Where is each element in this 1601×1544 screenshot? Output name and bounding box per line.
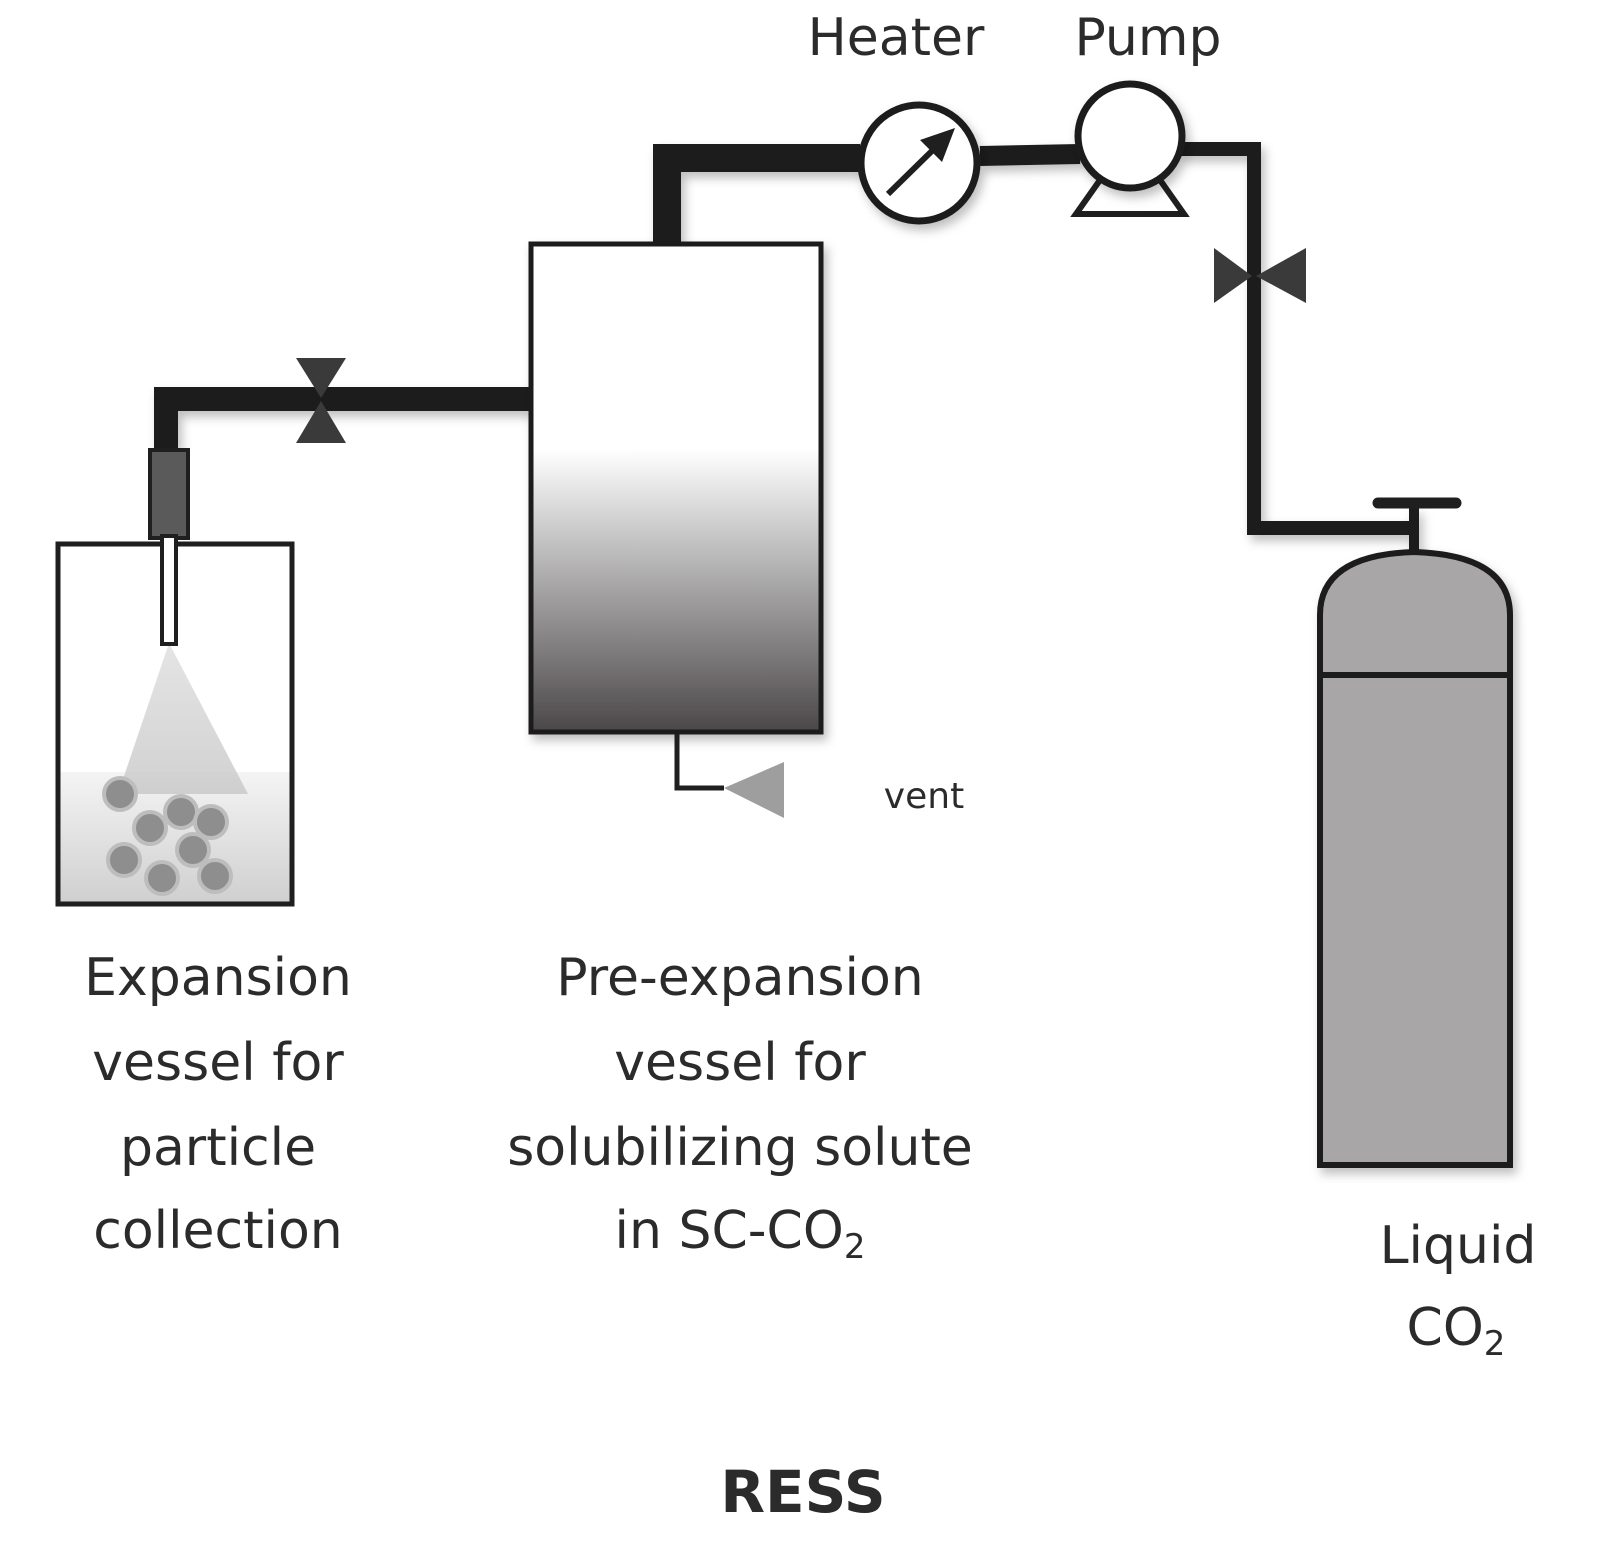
particle	[106, 842, 142, 878]
pipe-vessel-to-heater	[653, 144, 860, 244]
pre-expansion-label-line: vessel for	[614, 1033, 866, 1093]
cylinder-label-subscript: 2	[1484, 1324, 1506, 1364]
pump-body	[1074, 80, 1186, 192]
cylinder-dome	[1317, 548, 1513, 678]
pipe-heater-to-pump	[979, 144, 1081, 166]
pre-expansion-vessel-body	[528, 241, 824, 735]
pre-expansion-label-line: in SC-CO2	[615, 1201, 866, 1267]
heater-arrow-shaft	[885, 143, 940, 197]
cylinder-label-line: CO2	[1407, 1298, 1506, 1364]
co2-cylinder	[1317, 497, 1513, 1168]
expansion-vessel-label: Expansion vessel for particle collection	[84, 948, 352, 1261]
diagram-title: RESS	[720, 1458, 885, 1526]
pre-expansion-label-line: solubilizing solute	[507, 1118, 973, 1178]
expansion-vessel-label-line: Expansion	[84, 948, 352, 1008]
valve-right	[1214, 248, 1306, 303]
cylinder-label-line: Liquid	[1380, 1216, 1537, 1276]
vent-pipe	[674, 734, 724, 791]
particle	[144, 860, 180, 896]
expansion-vessel-label-line: collection	[93, 1201, 343, 1261]
valve-right-right	[1256, 248, 1306, 303]
vent-valve-icon	[724, 762, 784, 818]
heater	[857, 101, 981, 225]
pre-expansion-label-line: Pre-expansion	[556, 948, 923, 1008]
cylinder-label: Liquid CO2	[1380, 1216, 1537, 1364]
nozzle-tip	[160, 534, 178, 646]
expansion-vessel	[55, 448, 295, 907]
pre-expansion-vessel	[528, 241, 824, 818]
pipe-network	[154, 142, 1419, 556]
heater-arrow-icon	[920, 128, 955, 162]
particle	[102, 776, 138, 812]
spray-cone	[118, 643, 248, 794]
pre-expansion-label-main: in SC-CO	[615, 1201, 844, 1261]
particle	[132, 810, 168, 846]
particles	[102, 776, 233, 896]
nozzle-housing	[148, 448, 190, 540]
particle	[175, 832, 211, 868]
cylinder-label-main: CO	[1407, 1298, 1484, 1358]
expansion-vessel-label-line: vessel for	[92, 1033, 344, 1093]
pre-expansion-label-subscript: 2	[844, 1227, 866, 1267]
expansion-vessel-label-line: particle	[120, 1118, 316, 1178]
valve-right-left	[1214, 248, 1252, 303]
valve-left-top	[296, 358, 346, 398]
particle	[197, 858, 233, 894]
valve-left	[296, 358, 346, 443]
pipe-to-expansion-vessel	[154, 387, 531, 448]
particle	[193, 804, 229, 840]
valve-left-bottom	[296, 401, 346, 443]
pump	[1070, 80, 1190, 217]
heater-label: Heater	[808, 8, 985, 68]
cylinder-body	[1317, 672, 1513, 1168]
pre-expansion-vessel-label: Pre-expansion vessel for solubilizing so…	[507, 948, 973, 1267]
particle	[163, 794, 199, 830]
vent-label: vent	[884, 776, 964, 817]
pipe-pump-to-cylinder	[1180, 142, 1414, 535]
pump-label: Pump	[1074, 8, 1221, 68]
